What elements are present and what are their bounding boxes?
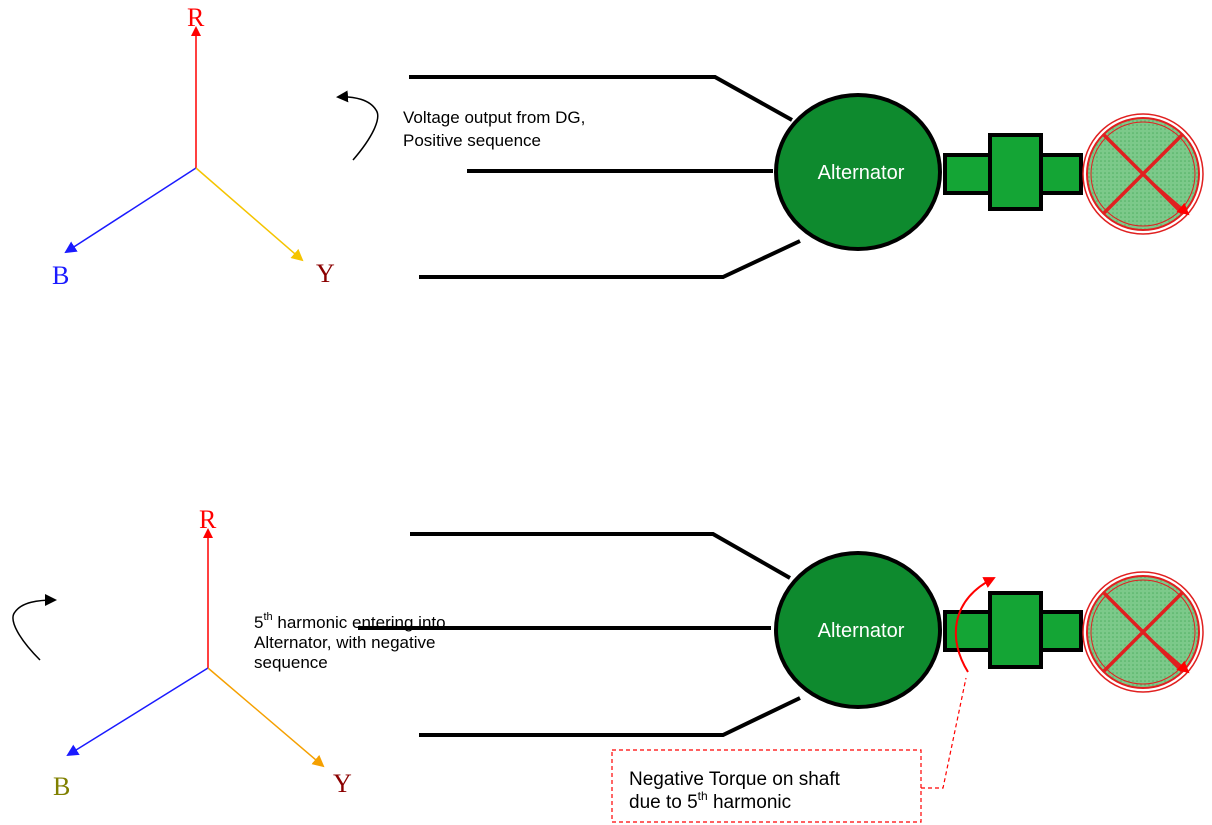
torque-callout-line2-prefix: due to 5 (629, 792, 698, 813)
top-label-b: B (52, 261, 69, 290)
torque-callout: Negative Torque on shaft due to 5th harm… (611, 677, 967, 823)
bottom-note-harmonic-suffix: th (263, 611, 272, 623)
bottom-label-r: R (199, 505, 217, 534)
bottom-note-line2: Alternator, with negative (254, 633, 435, 652)
bottom-shaft-torque-arrow-icon (954, 577, 996, 673)
torque-callout-line2-rest: harmonic (708, 792, 791, 813)
bottom-phasor-b (66, 667, 209, 757)
bottom-label-b: B (53, 772, 70, 801)
top-note-line2: Positive sequence (403, 131, 541, 150)
top-label-r: R (187, 3, 205, 32)
bottom-phasor-diagram: R B Y (53, 505, 352, 801)
top-load-cross-icon (1102, 133, 1184, 215)
top-phasor-b (64, 167, 197, 254)
bottom-load-cross-icon (1102, 591, 1184, 673)
bottom-load-rotation-arrow-icon (1149, 638, 1190, 674)
bottom-rotation-arrow-icon (12, 594, 57, 661)
bottom-note-line2-background (250, 634, 502, 652)
top-alternator-label: Alternator (818, 162, 905, 184)
torque-callout-line1: Negative Torque on shaft (629, 769, 841, 790)
top-shaft-coupling (943, 133, 1083, 211)
top-label-y: Y (316, 259, 335, 288)
bottom-note-line3: sequence (254, 653, 328, 672)
top-load-rotation-arrow-icon (1149, 180, 1190, 216)
bottom-load (1082, 571, 1204, 693)
bottom-alternator-label: Alternator (818, 620, 905, 642)
bottom-leads (358, 532, 801, 737)
top-note-line1: Voltage output from DG, (403, 108, 585, 127)
bottom-phasor-y (207, 667, 325, 768)
top-alternator: Alternator (774, 93, 942, 251)
bottom-label-y: Y (333, 769, 352, 798)
torque-callout-line2-suffix: th (698, 789, 708, 803)
torque-callout-line2: due to 5th harmonic (629, 789, 791, 813)
top-phasor-diagram: R B Y (52, 3, 335, 290)
top-phasor-y (195, 167, 304, 262)
bottom-alternator: Alternator (774, 551, 942, 709)
top-rotation-arrow-icon (336, 90, 379, 161)
bottom-shaft-coupling (943, 591, 1083, 669)
top-load (1082, 113, 1204, 235)
bottom-note-harmonic-number: 5 (254, 613, 263, 632)
top-leads (409, 75, 801, 279)
